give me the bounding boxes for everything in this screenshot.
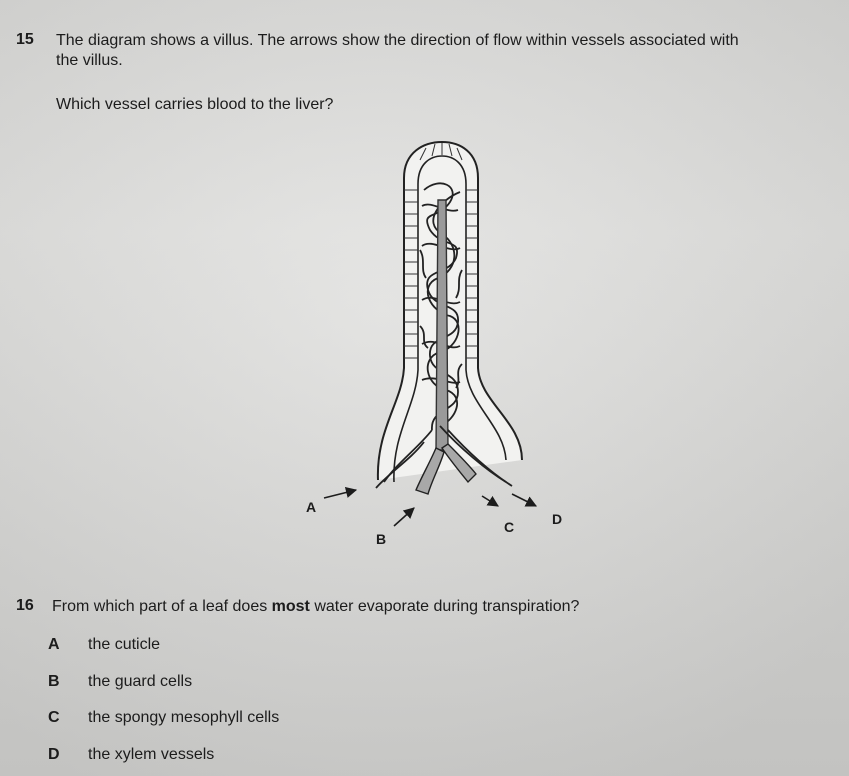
villus-diagram: A B C D [306,140,562,547]
villus-outer-wall [376,140,523,481]
option-text: the spongy mesophyll cells [88,709,280,726]
epithelium-cells [404,143,478,359]
question-15-number: 15 [16,31,34,48]
question-15-prompt: Which vessel carries blood to the liver? [56,96,334,113]
question-16-prompt: From which part of a leaf does most wate… [52,597,579,617]
arrow-d [511,493,538,507]
vessel-trunk-right [441,443,477,484]
question-16-prompt-start: From which part of a leaf does [52,598,272,615]
question-16-prompt-end: water evaporate during transpiration? [309,598,580,615]
arrow-b [393,507,415,527]
lacteal [435,199,449,451]
label-d: D [552,511,562,527]
question-15-line-1: The diagram shows a villus. The arrows s… [56,32,739,49]
option-letter: A [48,636,60,653]
villus-inner-wall [393,155,507,483]
option-text: the xylem vessels [88,746,215,763]
arrow-c [481,495,499,507]
label-a: A [306,499,316,515]
question-15-line-2: the villus. [56,52,123,69]
vessel-trunk-left [415,447,445,495]
option-letter: D [48,746,60,763]
option-text: the cuticle [88,636,161,653]
option-letter: B [48,673,60,690]
label-b: B [376,531,386,547]
label-c: C [504,519,514,535]
option-text: the guard cells [88,673,193,690]
arrow-a [323,487,358,499]
question-16-prompt-emphasis: most [271,598,310,615]
option-letter: C [48,709,60,726]
question-16-number: 16 [16,597,34,614]
base-vessels [375,425,513,489]
